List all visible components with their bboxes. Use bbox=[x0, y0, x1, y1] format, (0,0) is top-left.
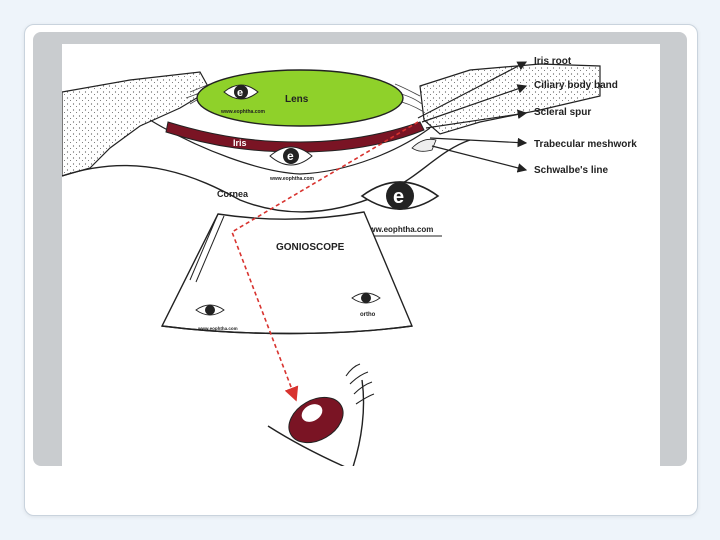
lens-label: Lens bbox=[285, 94, 309, 105]
gonioscopy-diagram: e www.eophtha.com Lens Iris e www.eophth… bbox=[62, 44, 660, 466]
center-watermark: e www.eophtha.com bbox=[269, 146, 315, 182]
iris-band bbox=[165, 121, 425, 153]
sclera-tissue bbox=[62, 63, 601, 177]
gonioscope-lens bbox=[160, 211, 413, 335]
angle-wedge bbox=[411, 138, 437, 152]
lens-logo-letter: e bbox=[237, 87, 243, 99]
cornea-label: Cornea bbox=[217, 189, 249, 199]
ortho-watermark-text: ortho bbox=[360, 312, 376, 318]
label-scleral-spur: Scleral spur bbox=[534, 107, 591, 118]
label-schwalbe-line: Schwalbe's line bbox=[534, 165, 609, 176]
center-logo-letter: e bbox=[287, 149, 294, 163]
label-iris-root: Iris root bbox=[534, 56, 572, 67]
lens bbox=[196, 69, 404, 127]
diagram-canvas: e www.eophtha.com Lens Iris e www.eophth… bbox=[62, 56, 637, 466]
pointer-lines bbox=[417, 61, 528, 173]
lens-watermark-url: www.eophtha.com bbox=[220, 109, 266, 115]
iris-label: Iris bbox=[233, 138, 247, 148]
label-ciliary-body-band: Ciliary body band bbox=[534, 80, 618, 91]
large-watermark: e www.eophtha.com bbox=[360, 181, 442, 237]
label-trabecular-meshwork: Trabecular meshwork bbox=[534, 139, 637, 150]
center-watermark-url: www.eophtha.com bbox=[269, 176, 315, 182]
lens-watermark: e www.eophtha.com bbox=[220, 84, 266, 115]
bottom-left-watermark-url: www.eophtha.com bbox=[197, 326, 238, 331]
observer-eye bbox=[267, 363, 375, 466]
bottom-left-watermark: www.eophtha.com bbox=[195, 304, 238, 331]
ortho-watermark: ortho bbox=[351, 292, 381, 318]
gonioscope-label: GONIOSCOPE bbox=[276, 242, 345, 253]
light-ray-path bbox=[231, 121, 419, 402]
cornea-inner bbox=[149, 119, 431, 175]
large-watermark-url: www.eophtha.com bbox=[362, 225, 433, 234]
cornea-outline bbox=[62, 139, 471, 213]
large-logo-letter: e bbox=[393, 186, 404, 208]
